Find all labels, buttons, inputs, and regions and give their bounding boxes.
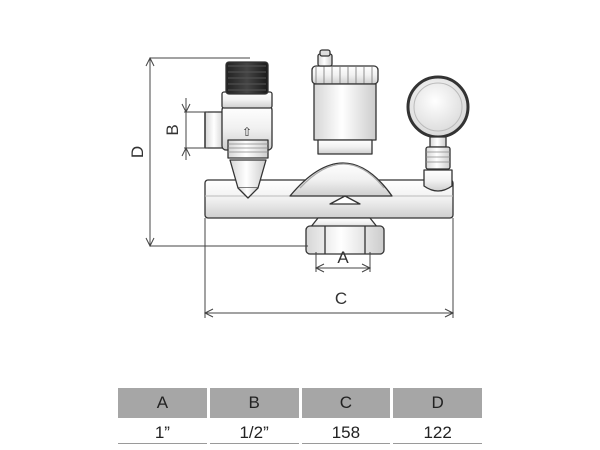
dimension-label-d: D bbox=[128, 146, 147, 158]
dimensions-table-values: 1” 1/2” 158 122 bbox=[118, 421, 482, 444]
dimension-label-a: A bbox=[337, 248, 349, 267]
valve-assembly bbox=[204, 49, 470, 255]
dimensions-table: A B C D 1” 1/2” 158 122 bbox=[118, 388, 482, 444]
table-header-c: C bbox=[301, 388, 391, 418]
table-value-d: 122 bbox=[393, 421, 482, 444]
dimension-label-b: B bbox=[163, 124, 182, 135]
table-header-d: D bbox=[393, 388, 482, 418]
bottom-connector bbox=[305, 195, 385, 255]
safety-valve bbox=[221, 61, 273, 199]
pressure-gauge bbox=[406, 75, 470, 192]
table-value-a: 1” bbox=[118, 421, 207, 444]
valve-flow-arrow-icon: ⇧ bbox=[242, 125, 252, 139]
dimensions-table-header: A B C D bbox=[118, 388, 482, 418]
air-vent bbox=[289, 49, 393, 197]
table-header-a: A bbox=[118, 388, 207, 418]
dimension-lines bbox=[145, 56, 455, 318]
gauge-dial bbox=[406, 75, 470, 139]
technical-drawing: ⇧ D B A C bbox=[128, 49, 470, 318]
table-header-b: B bbox=[209, 388, 299, 418]
table-value-c: 158 bbox=[301, 421, 391, 444]
table-value-b: 1/2” bbox=[209, 421, 299, 444]
dimension-label-c: C bbox=[335, 289, 347, 308]
